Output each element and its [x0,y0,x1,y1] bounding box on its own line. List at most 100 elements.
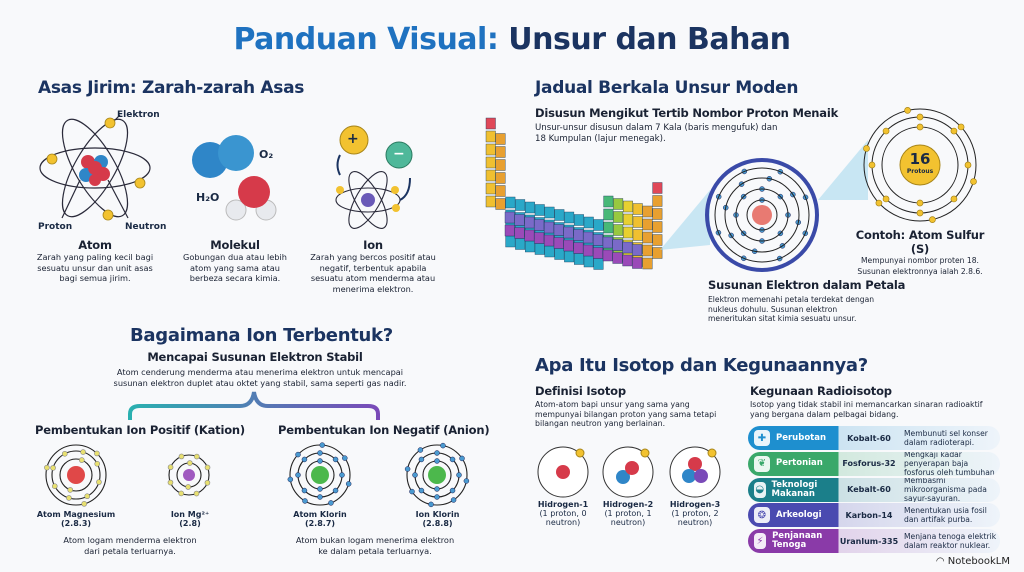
use-desc: Membasmi mikroorganisma pada sayur-sayur… [904,477,987,502]
element-cell [505,196,516,209]
electrons [46,117,146,221]
element-cell [583,231,594,244]
neutron-label: Neutron [125,222,167,232]
element-cell [652,208,663,220]
electron-dot [882,195,890,203]
element-cell [593,219,604,231]
atom-desc: Zarah yang paling kecil bagi sesuatu uns… [36,252,154,283]
electron-dot [317,450,323,456]
ion-formation-desc: Atom cenderung menderma atau menerima el… [113,367,407,388]
electron-dot [950,127,958,135]
electron-dot [463,478,470,484]
element-cell [612,239,623,251]
element-cell [495,172,506,184]
element-cell [485,130,496,143]
electron-dot [916,113,924,121]
electron-label: Elektron [117,110,160,120]
element-cell [622,254,633,267]
mg-ion-label: Ion Mg²⁺ [170,510,210,519]
electron-dot [459,455,465,462]
element-cell [544,234,554,247]
electron-dot [84,493,90,500]
h2o-label: H₂O [196,191,220,204]
element-cell [553,237,564,249]
molecule-title: Molekul [210,238,260,252]
element-cell [515,238,526,250]
electron-dot [875,199,883,207]
electron-dot [328,500,334,506]
element-cell [642,257,653,270]
periodic-desc: Unsur-unsur disusun dalam 7 Kala (baris … [535,123,778,144]
mg-ion-config: (2.8) [179,519,201,528]
electron-dot [450,497,457,503]
use-desc: Mengkaji kadar penyerapan baja fosforus … [904,451,998,476]
element-cell [485,143,496,156]
ion-formation-subheading: Mencapai Susunan Elektron Stabil [147,350,363,364]
cl-atom-label: Atom Klorin [293,510,347,519]
element-cell [563,226,574,239]
element-cell [573,242,584,254]
electron-dot [317,458,323,464]
element-cell [613,211,624,223]
shell-heading: Susunan Elektron dalam Petala [708,278,906,292]
element-cell [602,236,613,249]
mg-atom-config: (2.8.3) [60,519,92,528]
isotope-def-heading: Definisi Isotop [535,384,626,398]
brand-logo: ◠ NotebookLM [936,556,1010,567]
electron-dot [301,487,308,494]
electron-dot [67,487,74,493]
element-cell [583,244,594,257]
electron-dot [94,461,101,467]
medical-kit-icon: ✚ [754,430,770,446]
food-bowl-icon: ◒ [754,481,766,498]
electron-dot [916,123,924,131]
element-cell [485,195,496,208]
electron-dot [44,464,50,471]
electron-dot [167,464,174,471]
element-cell [505,235,516,248]
ion-desc: Zarah yang bercos positif atau negatif, … [310,252,436,294]
element-cell [602,249,613,262]
use-desc: Menjana tenoga elektrik dalam reaktor nu… [904,532,997,551]
electron-dot [418,456,425,463]
element-cell [544,221,554,234]
use-field: ✚Perubotan [748,426,838,450]
element-cell [623,200,633,213]
element-cell [485,182,496,195]
element-cell [495,185,506,197]
atom-icon [39,114,151,219]
electron-dot [50,465,56,471]
electron-dot [440,442,446,449]
element-cell [613,224,624,236]
element-cell [534,243,545,255]
element-cell [564,211,575,224]
electron-dot [178,490,185,497]
element-cell [593,234,603,246]
element-cell [534,219,545,231]
electron-dot [295,472,301,478]
anion-heading: Pembentukan Ion Negatif (Anion) [278,423,490,437]
cation-heading: Pembentukan Ion Positif (Kation) [35,423,245,437]
sulfur-heading: Contoh: Atom Sulfur (S) [855,228,985,256]
element-cell [553,224,564,236]
use-field: ❂Arkeologi [748,503,838,527]
electron-dot [302,498,308,504]
element-cell [603,221,614,234]
use-field: ❦Pertonian [748,452,838,476]
electron-dot [193,490,200,497]
electron-dot [428,501,434,508]
element-cell [623,213,633,226]
element-cell [632,203,643,215]
element-cell [573,229,584,241]
isotope-def-desc: Atom-atom bapi unsur yang sama yang memp… [535,400,717,428]
electron-dot [167,479,174,486]
isotope-detail: (1 proton, 0 neutron) [539,509,587,527]
element-cell [524,229,535,242]
ion-icon [335,154,411,229]
brace [128,391,380,420]
element-cell [652,182,663,194]
element-cell [495,146,506,158]
element-cell [514,214,525,226]
minus-sign: − [393,146,405,162]
